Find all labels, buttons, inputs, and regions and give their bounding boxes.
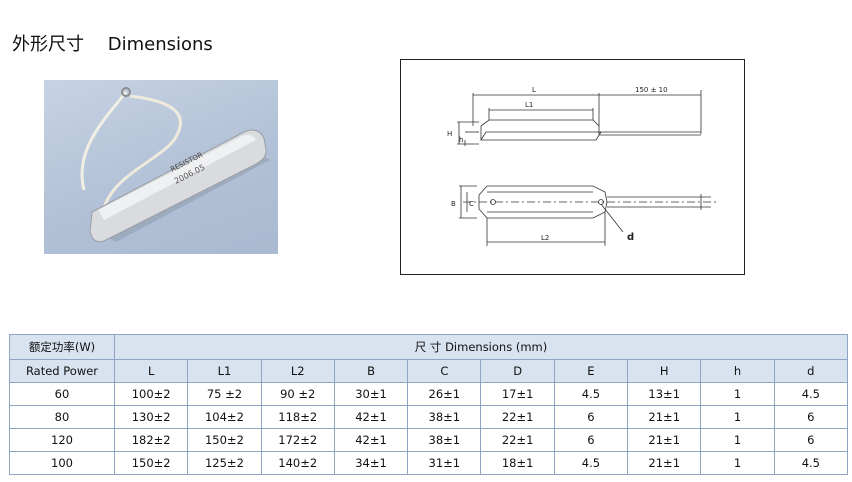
dimensions-header: 尺 寸 Dimensions (mm) — [114, 334, 848, 360]
resistor-illustration: RESISTOR 2006.05 — [80, 87, 270, 243]
label-H: H — [447, 130, 452, 138]
table-cell: 30±1 — [333, 382, 409, 406]
table-cell: 6 — [773, 405, 849, 429]
table-cell: 6 — [553, 405, 629, 429]
table-row: 120 182±2 150±2 172±2 42±1 38±1 22±1 6 2… — [9, 428, 849, 452]
table-cell: 75 ±2 — [187, 382, 262, 406]
column-header: B — [333, 359, 409, 383]
table-cell: 38±1 — [407, 428, 482, 452]
table-cell: 118±2 — [260, 405, 335, 429]
title-cn: 外形尺寸 — [12, 34, 84, 55]
table-cell: 42±1 — [333, 405, 409, 429]
column-header: h — [700, 359, 775, 383]
label-C: C — [469, 200, 474, 208]
column-header: L2 — [260, 359, 335, 383]
label-L1: L1 — [525, 101, 533, 109]
table-cell: 150±2 — [113, 451, 189, 475]
table-cell: 80 — [9, 405, 115, 429]
table-cell: 4.5 — [773, 451, 849, 475]
column-header: L — [113, 359, 189, 383]
table-cell: 1 — [700, 382, 775, 406]
table-cell: 6 — [773, 428, 849, 452]
table-cell: 125±2 — [187, 451, 262, 475]
product-photo: RESISTOR 2006.05 — [44, 80, 278, 254]
table-cell: 172±2 — [260, 428, 335, 452]
table-cell: 60 — [9, 382, 115, 406]
column-header: L1 — [187, 359, 262, 383]
table-row: 60 100±2 75 ±2 90 ±2 30±1 26±1 17±1 4.5 … — [9, 382, 849, 406]
table-cell: 31±1 — [407, 451, 482, 475]
table-cell: 18±1 — [480, 451, 555, 475]
label-B: B — [451, 200, 456, 208]
table-cell: 4.5 — [553, 382, 629, 406]
table-cell: 26±1 — [407, 382, 482, 406]
table-cell: 38±1 — [407, 405, 482, 429]
table-cell: 17±1 — [480, 382, 555, 406]
table-cell: 1 — [700, 405, 775, 429]
column-header: E — [553, 359, 629, 383]
column-header: d — [773, 359, 849, 383]
label-L: L — [532, 86, 536, 94]
table-cell: 130±2 — [113, 405, 189, 429]
table-cell: 4.5 — [773, 382, 849, 406]
rated-power-cn-header: 额定功率(W) — [9, 334, 115, 360]
label-d: d — [627, 232, 634, 243]
table-cell: 22±1 — [480, 405, 555, 429]
table-cell: 182±2 — [113, 428, 189, 452]
table-cell: 104±2 — [187, 405, 262, 429]
table-cell: 13±1 — [627, 382, 702, 406]
table-cell: 4.5 — [553, 451, 629, 475]
table-cell: 100±2 — [113, 382, 189, 406]
page-title: 外形尺寸 Dimensions — [12, 30, 213, 56]
table-cell: 90 ±2 — [260, 382, 335, 406]
table-cell: 42±1 — [333, 428, 409, 452]
title-en: Dimensions — [107, 34, 213, 55]
rated-power-en-header: Rated Power — [9, 359, 115, 383]
column-header: H — [627, 359, 702, 383]
dimension-diagram: L L1 150 ± 10 H h B C L2 d — [447, 86, 719, 246]
table-cell: 6 — [553, 428, 629, 452]
table-row: 100 150±2 125±2 140±2 34±1 31±1 18±1 4.5… — [9, 451, 849, 475]
label-L2: L2 — [541, 234, 549, 242]
table-cell: 1 — [700, 451, 775, 475]
table-cell: 120 — [9, 428, 115, 452]
table-cell: 22±1 — [480, 428, 555, 452]
table-cell: 1 — [700, 428, 775, 452]
label-lead-length: 150 ± 10 — [635, 86, 668, 94]
table-cell: 34±1 — [333, 451, 409, 475]
table-cell: 21±1 — [627, 405, 702, 429]
dimensions-table: 额定功率(W) 尺 寸 Dimensions (mm) Rated Power … — [9, 334, 849, 475]
column-header: D — [480, 359, 555, 383]
column-header: C — [407, 359, 482, 383]
table-cell: 140±2 — [260, 451, 335, 475]
label-h: h — [459, 136, 463, 144]
table-cell: 100 — [9, 451, 115, 475]
dimension-drawing: L L1 150 ± 10 H h B C L2 d — [400, 59, 745, 275]
table-row: 80 130±2 104±2 118±2 42±1 38±1 22±1 6 21… — [9, 405, 849, 429]
table-cell: 21±1 — [627, 428, 702, 452]
table-cell: 21±1 — [627, 451, 702, 475]
table-cell: 150±2 — [187, 428, 262, 452]
